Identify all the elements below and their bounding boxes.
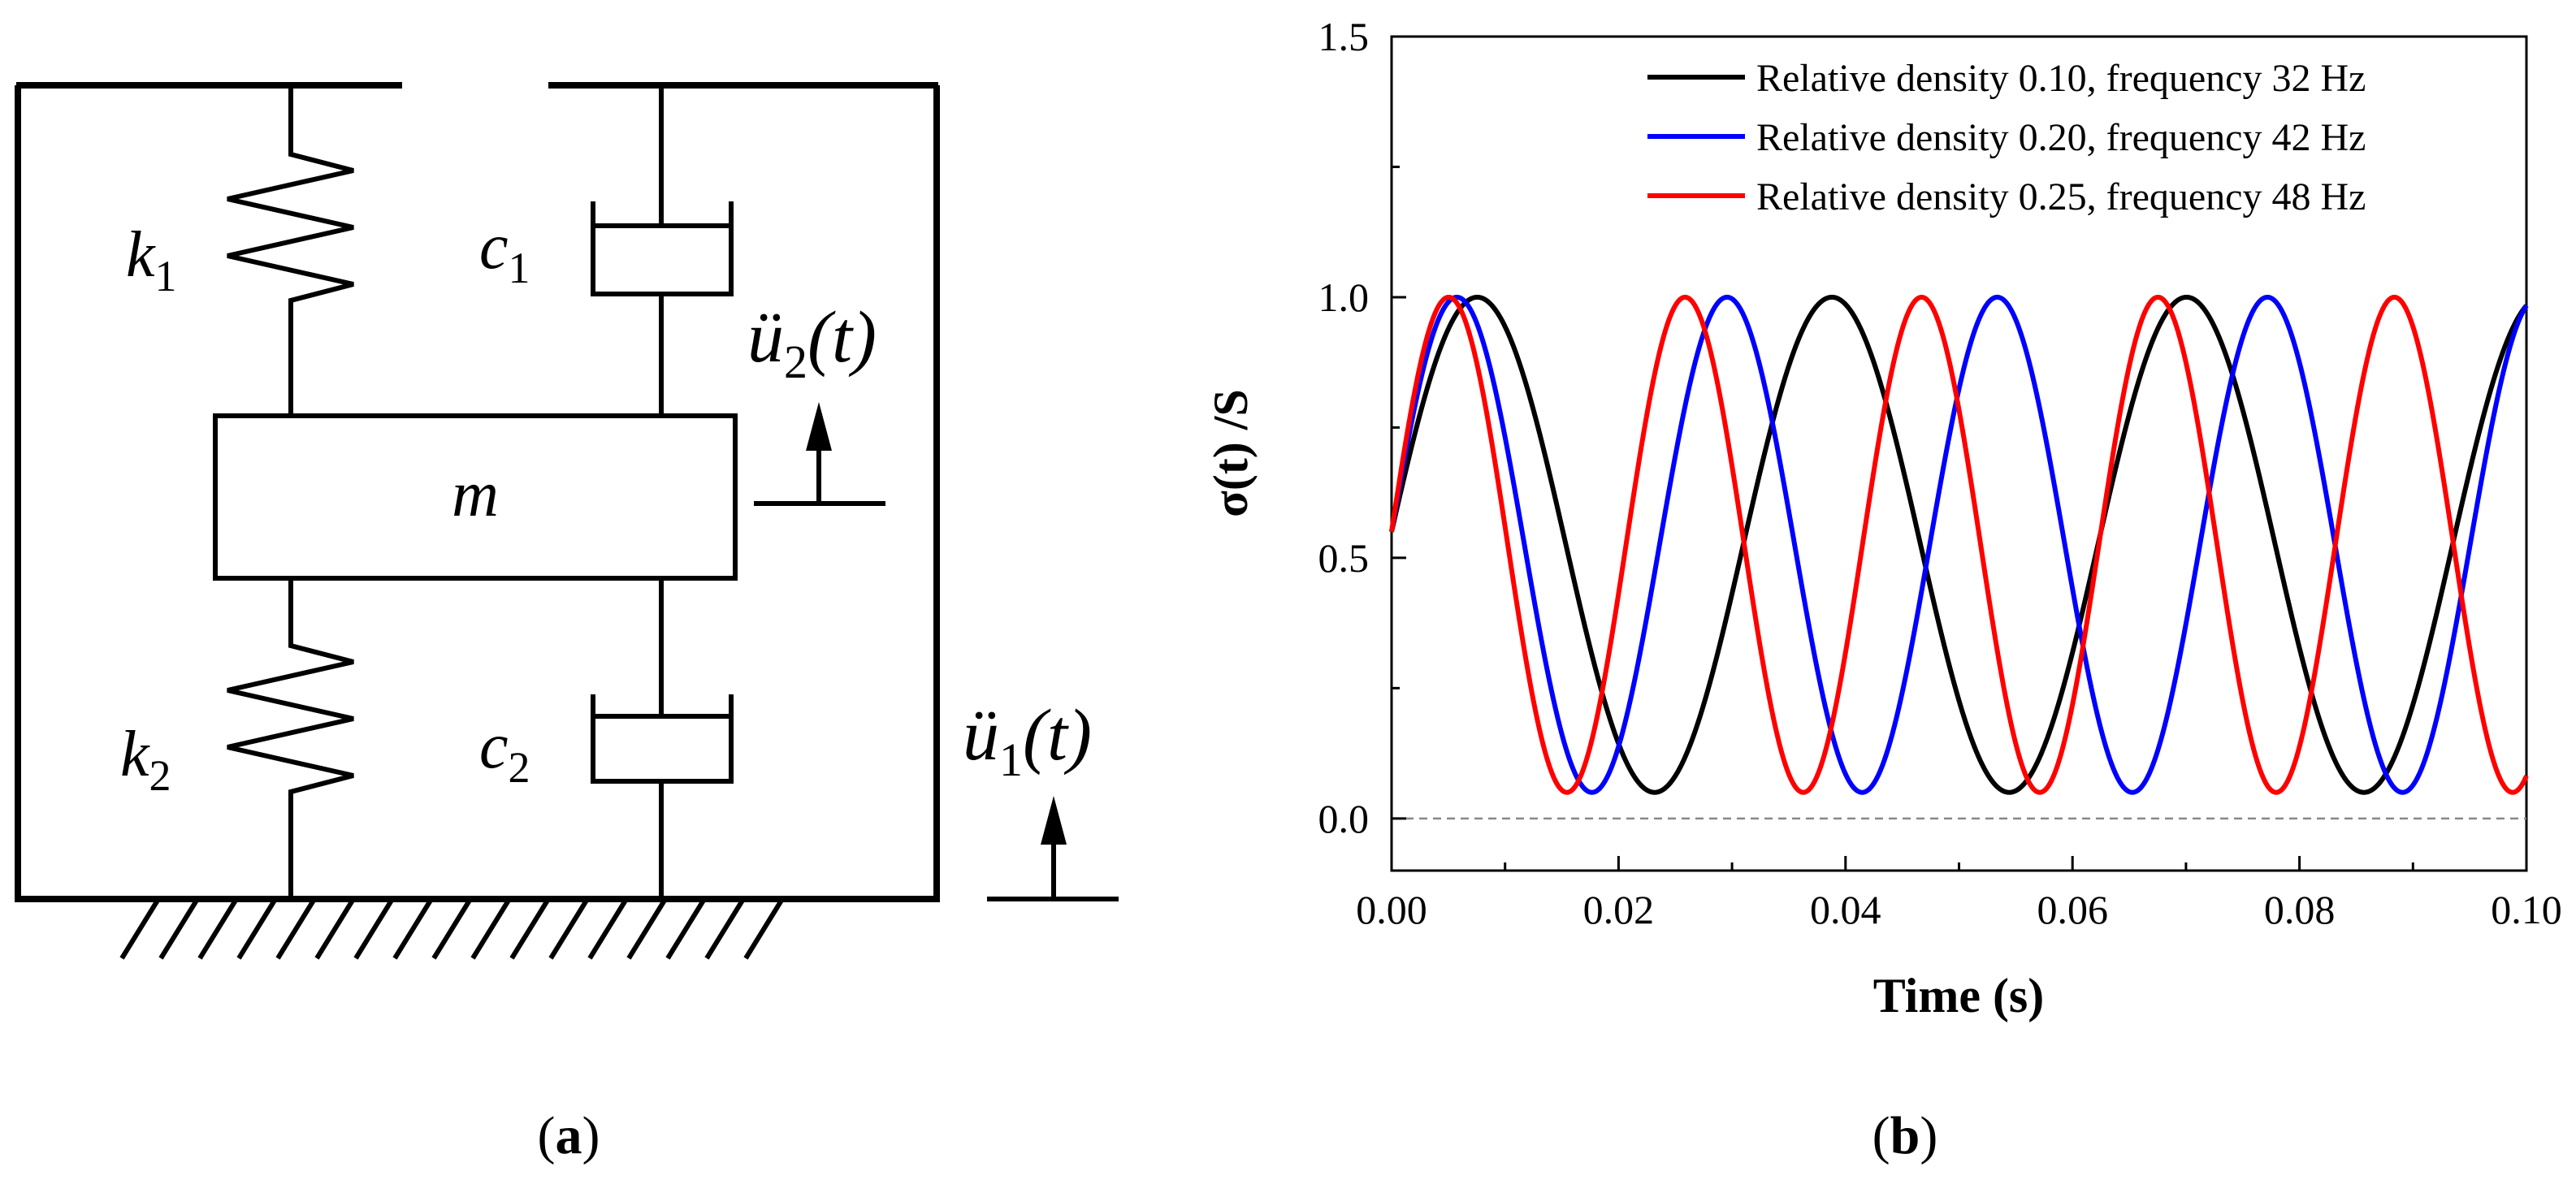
- label-c2: c2: [479, 711, 530, 792]
- acceleration-arrow-u1: [987, 796, 1119, 901]
- damper-c1: [591, 85, 734, 416]
- ground-hatching: [119, 897, 785, 960]
- spring-k2: [227, 578, 354, 899]
- y-axis-label: σ(t) /S: [1204, 389, 1258, 517]
- x-tick-label: 0.02: [1583, 887, 1655, 932]
- y-tick-label: 0.5: [1318, 535, 1370, 581]
- legend-item-1: Relative density 0.10, frequency 32 Hz: [1647, 57, 2366, 100]
- legend-label-1: Relative density 0.10, frequency 32 Hz: [1756, 57, 2366, 100]
- legend-label-2: Relative density 0.20, frequency 42 Hz: [1756, 116, 2366, 159]
- y-tick-label: 1.5: [1318, 14, 1370, 59]
- x-tick-label: 0.08: [2264, 887, 2336, 932]
- chart-panel-b: 0.00 0.02 0.04 0.06 0.08 0.10 0.0 0.5 1.0 1.5 Ti…: [1204, 14, 2562, 1022]
- y-ticks: 0.0 0.5 1.0 1.5: [1318, 14, 1406, 841]
- x-tick-label: 0.06: [2037, 887, 2108, 932]
- legend-item-3: Relative density 0.25, frequency 48 Hz: [1647, 175, 2366, 218]
- series-line-2: [1389, 294, 2529, 795]
- legend: Relative density 0.10, frequency 32 Hz R…: [1647, 57, 2366, 218]
- damper-c2: [591, 578, 734, 899]
- label-u2: ü2(t): [747, 297, 877, 388]
- series-line-3: [1389, 294, 2529, 795]
- label-u1: ü1(t): [963, 695, 1092, 786]
- x-tick-label: 0.10: [2491, 887, 2562, 932]
- series-line-1: [1389, 294, 2529, 795]
- caption-b: (b): [1872, 1106, 1938, 1165]
- x-ticks: 0.00 0.02 0.04 0.06 0.08 0.10: [1356, 856, 2562, 932]
- panel-a-labels: k1 k2 c1 c2 m ü2(t) ü1(t): [120, 211, 1092, 800]
- series-layer: [1389, 294, 2529, 795]
- legend-item-2: Relative density 0.20, frequency 42 Hz: [1647, 116, 2366, 159]
- panel-a-diagram: [15, 82, 1119, 960]
- legend-label-3: Relative density 0.25, frequency 48 Hz: [1756, 175, 2366, 218]
- y-tick-label: 1.0: [1318, 274, 1370, 320]
- outer-frame: [15, 82, 940, 902]
- label-k2: k2: [120, 719, 171, 800]
- spring-k1: [227, 85, 354, 416]
- x-tick-label: 0.00: [1356, 887, 1427, 932]
- x-tick-label: 0.04: [1810, 887, 1881, 932]
- mass-block: [213, 413, 738, 581]
- caption-a: (a): [538, 1106, 600, 1165]
- label-k1: k1: [126, 219, 177, 300]
- label-c1: c1: [479, 211, 530, 292]
- label-mass: m: [452, 459, 499, 530]
- y-tick-label: 0.0: [1318, 796, 1370, 841]
- acceleration-arrow-u2: [754, 402, 885, 506]
- plot-frame: [1390, 35, 2528, 872]
- x-axis-label: Time (s): [1873, 969, 2045, 1022]
